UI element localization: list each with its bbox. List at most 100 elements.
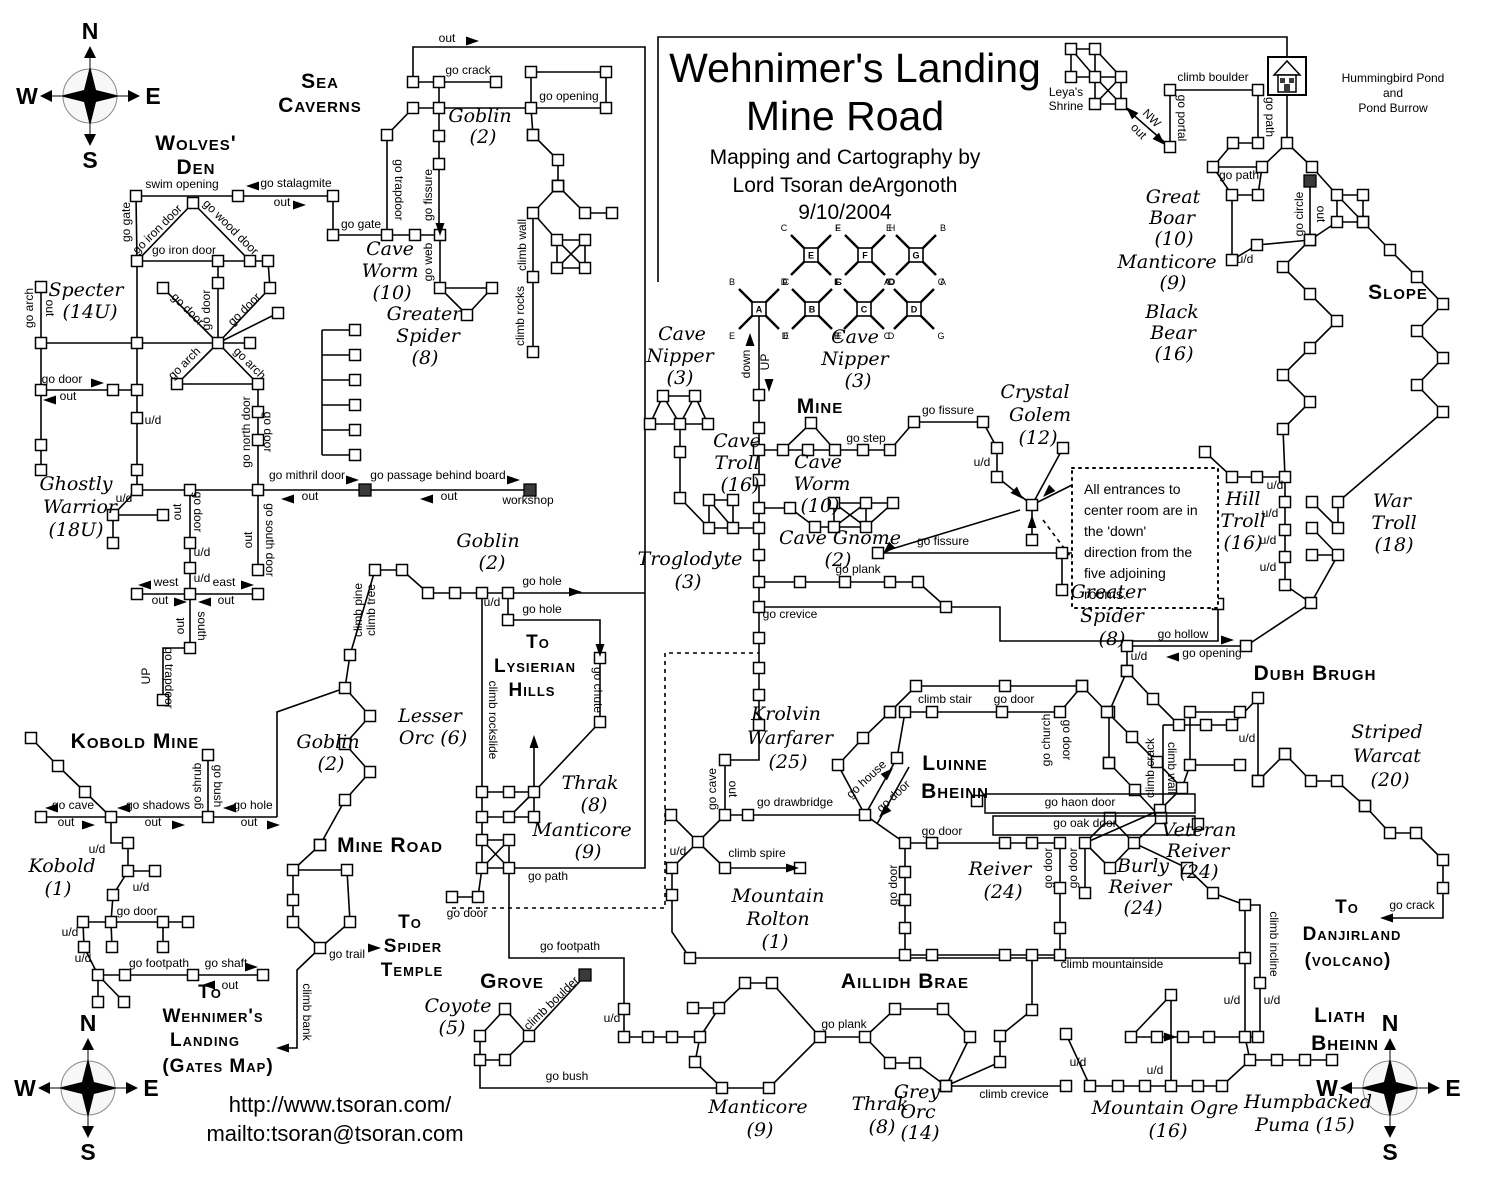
creature-label: (1) (45, 878, 72, 900)
room-node (445, 890, 459, 904)
area-label: To (1335, 897, 1359, 918)
creature-label: Troll (714, 452, 759, 474)
creature-label: Reiver (968, 858, 1034, 880)
room-node (886, 496, 900, 510)
room-node (473, 1053, 487, 1067)
path-label: down (739, 350, 753, 379)
compass-n: N (82, 18, 99, 44)
room-node (501, 586, 515, 600)
compass-w: W (1316, 1075, 1338, 1101)
direction-arrow (569, 587, 582, 597)
path-label: go plank (821, 1017, 867, 1031)
path-label: go crevice (763, 607, 818, 621)
passage-line (349, 569, 376, 656)
room-node (156, 940, 170, 954)
room-node (1305, 160, 1319, 174)
room-node (752, 575, 766, 589)
passage-line (1282, 428, 1286, 478)
room-node (688, 389, 702, 403)
room-node (1202, 1030, 1216, 1044)
room-node (752, 443, 766, 457)
path-label: and (1383, 86, 1403, 100)
room-node (688, 1055, 702, 1069)
area-label: Danjirland (1303, 924, 1402, 945)
room-node (91, 995, 105, 1009)
creature-label: Troll (1220, 510, 1265, 532)
compass-s: S (80, 1139, 95, 1165)
room-node (91, 968, 105, 982)
room-node (1053, 836, 1067, 850)
path-label: go cave (52, 798, 94, 812)
path-label: go shadows (126, 798, 190, 812)
map-title: Wehnimer's Landing (669, 45, 1041, 91)
room-node (990, 470, 1004, 484)
passage-line (759, 604, 1219, 642)
room-node (599, 101, 613, 115)
path-label: u/d (1070, 1055, 1087, 1069)
room-node (883, 705, 897, 719)
room-node (1303, 395, 1317, 409)
passage-line (1385, 860, 1444, 919)
room-box (992, 815, 1196, 836)
map-subtitle: 9/10/2004 (798, 201, 892, 224)
creature-label: (16) (1223, 532, 1262, 554)
direction-arrow (276, 1043, 289, 1053)
path-label: go cave (705, 768, 719, 810)
path-label: go path (528, 869, 568, 883)
junction-center-letter: A (756, 305, 763, 315)
creature-label: (24) (1123, 897, 1162, 919)
room-node (129, 189, 143, 203)
room-node (1128, 783, 1142, 797)
room-node (1325, 1053, 1339, 1067)
direction-arrow (880, 768, 893, 781)
junction-letter: F (835, 223, 841, 233)
feature-marker (523, 483, 537, 497)
path-label: out (43, 300, 57, 317)
path-label: out (302, 489, 319, 503)
room-node (925, 836, 939, 850)
room-node (1276, 422, 1290, 436)
room-node (363, 765, 377, 779)
room-node (578, 261, 592, 275)
path-label: go shaft (205, 956, 248, 970)
direction-arrow (595, 644, 605, 657)
path-label: go door (117, 904, 158, 918)
direction-arrow (764, 379, 774, 392)
room-node (1278, 523, 1292, 537)
path-label: east (213, 575, 236, 589)
junction-letter: C (836, 277, 843, 287)
area-label: Spider (384, 936, 442, 957)
room-node (348, 448, 362, 462)
junction-letter: E (835, 223, 841, 233)
room-node (998, 679, 1012, 693)
room-node (1409, 826, 1423, 840)
room-node (890, 751, 904, 765)
room-node (976, 415, 990, 429)
direction-arrow (245, 962, 258, 972)
path-label: go hole (522, 602, 562, 616)
room-node (752, 388, 766, 402)
room-node (550, 261, 564, 275)
room-node (34, 438, 48, 452)
room-node (1124, 1030, 1138, 1044)
room-node (130, 483, 144, 497)
path-label: go drawbridge (757, 795, 833, 809)
junction-letter: B (729, 277, 735, 287)
direction-arrow (529, 735, 539, 748)
room-node (643, 417, 657, 431)
room-node (186, 196, 200, 210)
path-label: go door (261, 412, 275, 453)
junction-letter: C (884, 331, 891, 341)
direction-arrow (1166, 652, 1179, 662)
passage-line (1245, 602, 1312, 647)
creature-label: (3) (845, 370, 872, 392)
room-node (338, 793, 352, 807)
room-node (1059, 1027, 1073, 1041)
creature-label: (1) (762, 931, 789, 953)
direction-arrow (82, 820, 95, 830)
room-node (883, 1056, 897, 1070)
room-node (256, 968, 270, 982)
path-label: go door (1060, 720, 1074, 761)
compass-w: W (14, 1075, 36, 1101)
room-node (130, 587, 144, 601)
